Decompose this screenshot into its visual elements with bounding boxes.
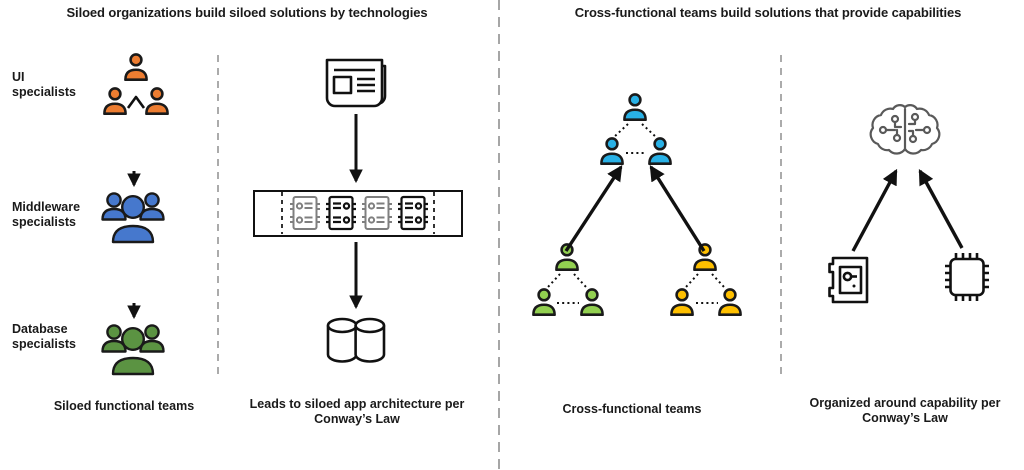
module-card-icon xyxy=(326,195,356,231)
person-icon xyxy=(623,93,647,121)
team-dotted-connectors xyxy=(547,123,725,304)
person-icon xyxy=(600,137,624,165)
chip-icon xyxy=(945,253,989,301)
person-icon xyxy=(580,288,604,316)
team-group-icon xyxy=(101,324,165,376)
module-card-icon xyxy=(398,195,428,231)
person-icon xyxy=(648,137,672,165)
brain-circuit-icon xyxy=(869,104,941,155)
arrow-chip-to-brain xyxy=(918,168,964,249)
person-icon xyxy=(718,288,742,316)
person-icon xyxy=(693,243,717,271)
message-bus-icon xyxy=(253,190,463,237)
right-column-divider xyxy=(780,55,782,377)
left-column-divider xyxy=(217,55,219,377)
safe-icon xyxy=(828,256,869,304)
siloed-teams-caption: Siloed functional teams xyxy=(53,399,195,413)
label-database-specialists: Database specialists xyxy=(12,322,76,351)
person-icon xyxy=(103,87,127,115)
person-icon xyxy=(532,288,556,316)
caret-up-icon xyxy=(126,95,146,109)
bus-dash-left xyxy=(281,192,283,234)
bus-dash-right xyxy=(433,192,435,234)
siloed-architecture-caption: Leads to siloed app architecture per Con… xyxy=(249,397,465,427)
person-icon xyxy=(670,288,694,316)
label-middleware-specialists: Middleware specialists xyxy=(12,200,81,229)
cross-functional-caption: Cross-functional teams xyxy=(562,402,702,416)
person-icon xyxy=(124,53,148,81)
module-card-icon xyxy=(362,196,392,230)
arrow-yellow-to-lead xyxy=(649,165,706,252)
newspaper-icon xyxy=(325,58,387,108)
left-panel-title: Siloed organizations build siloed soluti… xyxy=(66,5,428,20)
person-icon xyxy=(145,87,169,115)
capability-caption: Organized around capability per Conway’s… xyxy=(809,396,1001,426)
center-divider xyxy=(498,0,500,470)
arrow-green-to-lead xyxy=(564,165,623,252)
team-group-icon xyxy=(101,192,165,244)
person-icon xyxy=(555,243,579,271)
database-icon xyxy=(326,317,386,363)
label-ui-specialists: UI specialists xyxy=(12,70,76,99)
module-card-icon xyxy=(290,196,320,230)
right-panel-title: Cross-functional teams build solutions t… xyxy=(574,5,962,20)
arrow-safe-to-brain xyxy=(851,168,898,252)
